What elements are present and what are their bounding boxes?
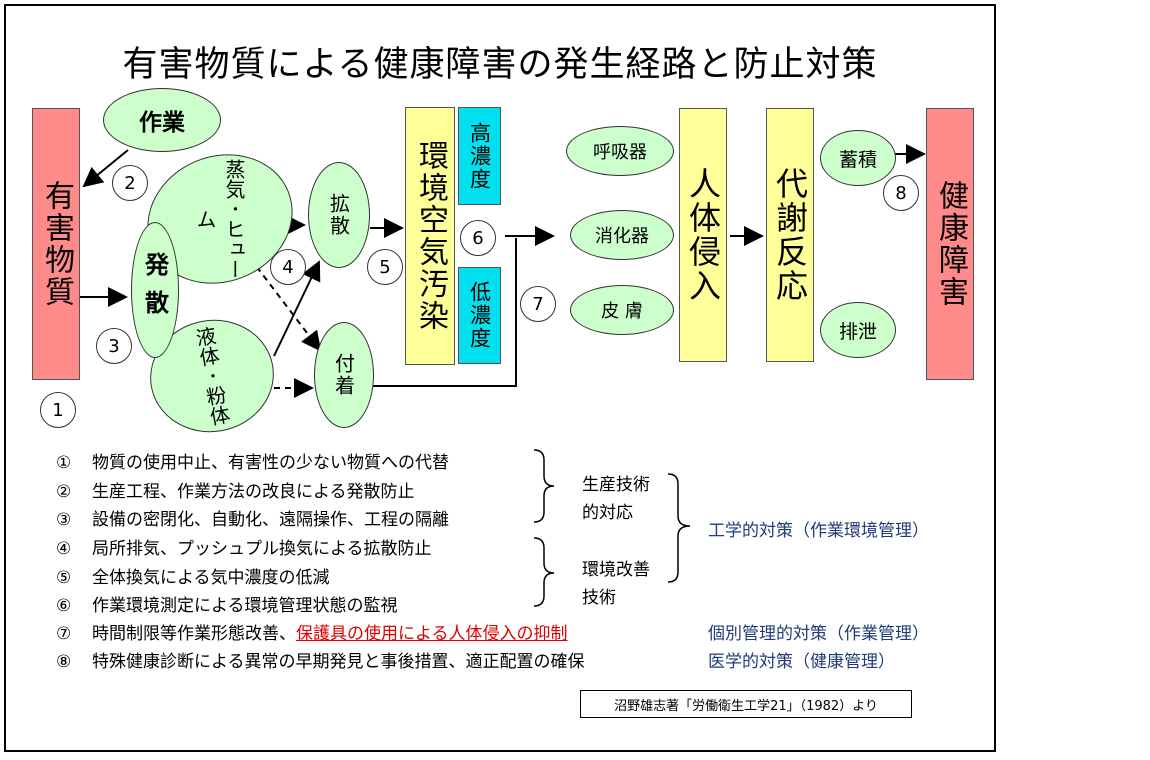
group-environment-line1: 環境改善 <box>582 560 650 580</box>
measure-text: 局所排気、プッシュプル換気による拡散防止 <box>92 539 432 559</box>
adhesion-label: 付着 <box>331 353 356 397</box>
group-production: 生産技術 的対応 <box>582 471 650 527</box>
page-title: 有害物質による健康障害の発生経路と防止対策 <box>122 45 878 85</box>
marker-7: 7 <box>520 286 556 322</box>
engineering-measures: 工学的対策（作業環境管理） <box>708 521 929 541</box>
source-citation: 沼野雄志著「労働衛生工学21」（1982）より <box>580 690 912 718</box>
individual-measures: 個別管理的対策（作業管理） <box>708 624 929 644</box>
work-label: 作業 <box>139 110 185 136</box>
marker-4: 4 <box>270 249 306 285</box>
medical-measures: 医学的対策（健康管理） <box>708 652 895 672</box>
marker-1: 1 <box>40 392 76 428</box>
measure-text: 物質の使用中止、有害性の少ない物質への代替 <box>92 453 449 473</box>
measure-number: ② <box>56 482 72 502</box>
marker-3: 3 <box>96 328 132 364</box>
measure-text: 特殊健康診断による異常の早期発見と事後措置、適正配置の確保 <box>92 652 585 672</box>
arrow-vapor-to-adhesion <box>249 257 322 352</box>
vapor-fume-label: 蒸気･ヒューム <box>193 159 246 279</box>
liquid-powder-label: 液体･粉体 <box>191 324 233 428</box>
env-pollution-label: 環境空気汚染 <box>413 140 448 332</box>
env-pollution-box: 環境空気汚染 <box>405 107 455 365</box>
excretion-label: 排泄 <box>838 320 877 343</box>
low-conc-box: 低濃度 <box>458 267 501 364</box>
accumulation-ellipse: 蓄積 <box>820 130 896 186</box>
flow-arrows <box>80 144 926 607</box>
hazard-label: 有害物質 <box>39 180 74 308</box>
measure-text: 全体換気による気中濃度の低減 <box>92 568 330 588</box>
group-environment-line2: 技術 <box>582 588 616 608</box>
adhesion-ellipse: 付着 <box>314 322 374 428</box>
skin-label: 皮 膚 <box>601 301 643 322</box>
brace-engineering <box>667 473 691 583</box>
body-invasion-box: 人体侵入 <box>679 108 727 362</box>
measure-6: ⑥ 作業環境測定による環境管理状態の監視 <box>56 591 398 616</box>
diffusion-ellipse: 拡散 <box>308 162 370 268</box>
measure-number: ① <box>56 453 72 473</box>
group-production-line1: 生産技術 <box>582 475 650 495</box>
generation-ellipse: 発散 <box>131 222 179 358</box>
digestive-ellipse: 消化器 <box>570 210 674 260</box>
diffusion-label: 拡散 <box>326 193 351 237</box>
work-ellipse: 作業 <box>103 88 221 152</box>
measure-1: ① 物質の使用中止、有害性の少ない物質への代替 <box>56 448 449 473</box>
measure-number: ③ <box>56 510 72 530</box>
measure-text: 生産工程、作業方法の改良による発散防止 <box>92 482 415 502</box>
excretion-ellipse: 排泄 <box>820 302 896 358</box>
digestive-label: 消化器 <box>595 226 649 247</box>
low-conc-label: 低濃度 <box>467 281 492 350</box>
brace-production <box>533 449 555 523</box>
marker-8: 8 <box>883 175 919 211</box>
measure-text: 設備の密閉化、自動化、遠隔操作、工程の隔離 <box>92 510 449 530</box>
measure-3: ③ 設備の密閉化、自動化、遠隔操作、工程の隔離 <box>56 505 449 530</box>
measure-4: ④ 局所排気、プッシュプル換気による拡散防止 <box>56 534 432 559</box>
measure-highlight: 保護具の使用による人体侵入の抑制 <box>296 624 568 644</box>
group-environment: 環境改善 技術 <box>582 556 650 612</box>
marker-6: 6 <box>460 220 496 256</box>
measure-number: ⑦ <box>56 624 72 644</box>
arrow-liquid-to-diffusion <box>273 260 321 357</box>
line-adhesion-to-body <box>370 238 517 387</box>
high-conc-box: 高濃度 <box>458 107 501 205</box>
slide-frame <box>4 4 996 752</box>
arrow-work-to-hazard <box>82 149 129 188</box>
measure-8: ⑧ 特殊健康診断による異常の早期発見と事後措置、適正配置の確保 <box>56 647 585 672</box>
measure-7: ⑦ 時間制限等作業形態改善、保護具の使用による人体侵入の抑制 <box>56 619 568 644</box>
measure-text: 時間制限等作業形態改善、 <box>92 624 296 644</box>
skin-ellipse: 皮 膚 <box>570 285 674 335</box>
accumulation-label: 蓄積 <box>838 148 877 171</box>
measure-text: 作業環境測定による環境管理状態の監視 <box>92 596 398 616</box>
measure-number: ⑥ <box>56 596 72 616</box>
marker-2: 2 <box>112 165 148 201</box>
health-damage-label: 健康障害 <box>933 180 968 308</box>
health-damage-box: 健康障害 <box>926 108 974 380</box>
brace-environment <box>533 537 555 607</box>
metabolism-box: 代謝反応 <box>766 108 814 362</box>
measure-2: ② 生産工程、作業方法の改良による発散防止 <box>56 477 415 502</box>
hazard-box: 有害物質 <box>32 108 80 380</box>
measure-number: ⑧ <box>56 652 72 672</box>
generation-label: 発散 <box>140 252 169 328</box>
measure-number: ④ <box>56 539 72 559</box>
respiratory-ellipse: 呼吸器 <box>566 126 674 176</box>
metabolism-label: 代謝反応 <box>771 167 809 303</box>
measure-5: ⑤ 全体換気による気中濃度の低減 <box>56 563 330 588</box>
high-conc-label: 高濃度 <box>467 121 492 191</box>
body-invasion-label: 人体侵入 <box>684 167 722 303</box>
group-production-line2: 的対応 <box>582 503 633 523</box>
measure-number: ⑤ <box>56 568 72 588</box>
marker-5: 5 <box>367 249 403 285</box>
respiratory-label: 呼吸器 <box>593 142 647 163</box>
